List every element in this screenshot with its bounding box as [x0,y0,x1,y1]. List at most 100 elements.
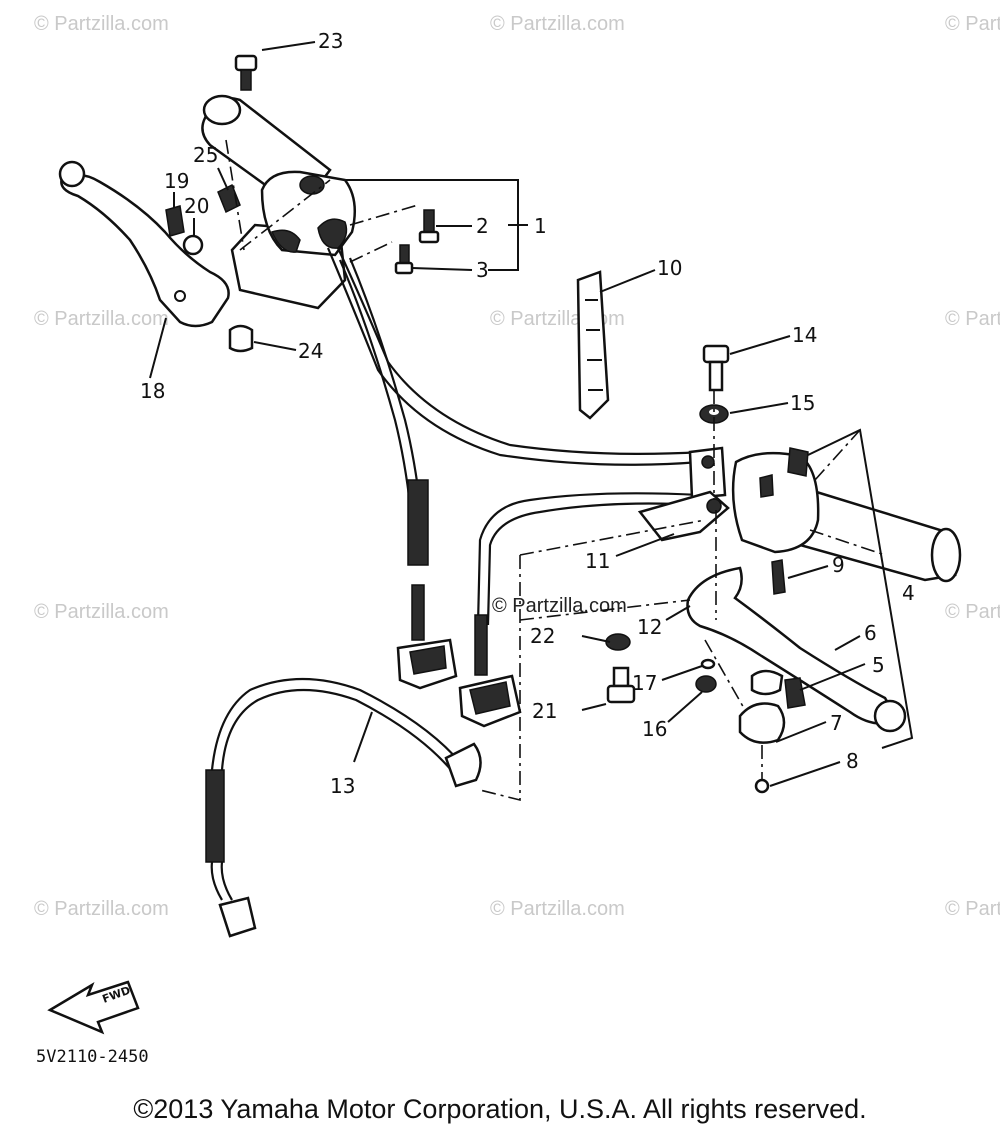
cable-wire [210,861,223,901]
leader-line-23 [261,41,316,51]
screw-head [418,230,440,244]
callout-numbers: 23 25 19 20 2 1 3 10 24 18 14 15 11 9 4 … [140,29,915,798]
watermark-text: © Partzilla.com [945,13,1000,35]
left-switch-connector [396,584,458,690]
callout-5: 5 [872,653,885,677]
right-switch-button [787,447,809,477]
bolt-shank [240,69,252,91]
part-3-screw [394,244,414,275]
callout-10: 10 [657,256,682,280]
callout-19: 19 [164,169,189,193]
lever-pivot-hole [174,290,186,302]
part-10-cable-tie [576,270,610,420]
right-handlebar-switch [731,447,962,583]
brake-lever-body [686,566,900,725]
guide-line [704,639,746,711]
leader-line-17 [661,665,703,681]
leader-line-12 [665,605,691,621]
watermark-text: © Partzilla.com [945,601,1000,623]
watermark-text: © Partzilla.com [34,898,169,920]
switch-knob [299,175,325,195]
callout-3: 3 [476,258,489,282]
leader-line-25 [217,167,229,191]
callout-24: 24 [298,339,323,363]
part-2-screw [418,209,440,244]
cable-sleeve [205,769,225,863]
guide-line [349,204,419,226]
screw-shank [423,209,435,235]
bolt-head [234,54,258,72]
cable-connector [218,896,257,938]
right-switch-wire [486,502,701,626]
part-25-screw [217,183,241,214]
guide-line [809,529,886,556]
callout-25: 25 [193,143,218,167]
part-24-collar [228,324,254,353]
callout-17: 17 [632,671,657,695]
leader-line-5 [799,663,866,691]
handlebar-switch-lever-diagram: © Partzilla.com © Partzilla.com © Partzi… [34,13,1000,1067]
bolt-shank [708,360,724,392]
callout-16: 16 [642,717,667,741]
leader-line-10 [599,269,656,293]
guide-line [239,179,331,251]
switch-button-lower [270,229,301,253]
callout-7: 7 [830,711,843,735]
right-switch-wire [476,492,701,626]
part-18-clutch-lever [58,160,230,328]
cable-wire [210,677,473,779]
guide-line [479,555,521,802]
clutch-lever-ball-end [58,160,86,188]
guide-line [814,429,861,481]
part-11-lever-holder [637,446,730,542]
callout-2: 2 [476,214,489,238]
watermark-text: © Partzilla.com [34,308,169,330]
leader-lines [149,41,866,787]
cable-end-fitting [444,742,482,788]
right-switch-housing [731,451,820,554]
brake-lever-ball-end [873,699,907,733]
bracket-part-4 [807,428,914,749]
part-19-bolt [165,205,185,237]
watermarks: © Partzilla.com © Partzilla.com © Partzi… [34,13,1000,920]
callout-23: 23 [318,29,343,53]
leader-line-8 [769,761,841,787]
watermark-text: © Partzilla.com [945,898,1000,920]
right-switch-toggle [759,474,774,498]
leader-line-14 [729,335,791,355]
leader-line-6 [834,635,861,651]
leader-line-9 [787,565,829,579]
part-14-bolt [702,344,730,392]
brake-lever [686,566,907,794]
cable-wire [220,861,233,901]
copyright-notice: ©2013 Yamaha Motor Corporation, U.S.A. A… [133,1094,867,1124]
throttle-grip-end [930,527,962,583]
part-17-washer [700,658,716,670]
leader-line-15 [729,402,789,414]
bolt-shank [612,666,630,688]
part-8-nut [754,778,770,794]
part-5-collar [750,669,784,696]
part-23-bolt [234,54,258,91]
wiring-harness [326,247,703,626]
leader-line-16 [667,691,703,723]
callout-15: 15 [790,391,815,415]
callout-12: 12 [637,615,662,639]
harness-wire [337,247,703,455]
leader-line-21 [581,703,607,711]
leader-line-11 [615,533,675,557]
switch-button [317,218,348,249]
connector-pins [469,681,511,715]
part-20-nut [182,234,204,256]
callout-1: 1 [534,214,547,238]
leader-line-7 [775,721,827,743]
watermark-text: © Partzilla.com [34,601,169,623]
callout-21: 21 [532,699,557,723]
holder-hole [701,455,715,469]
callout-18: 18 [140,379,165,403]
forward-arrow: FWD [47,980,140,1035]
callout-4: 4 [902,581,915,605]
part-9-screw [771,559,786,595]
guide-line [349,241,393,263]
